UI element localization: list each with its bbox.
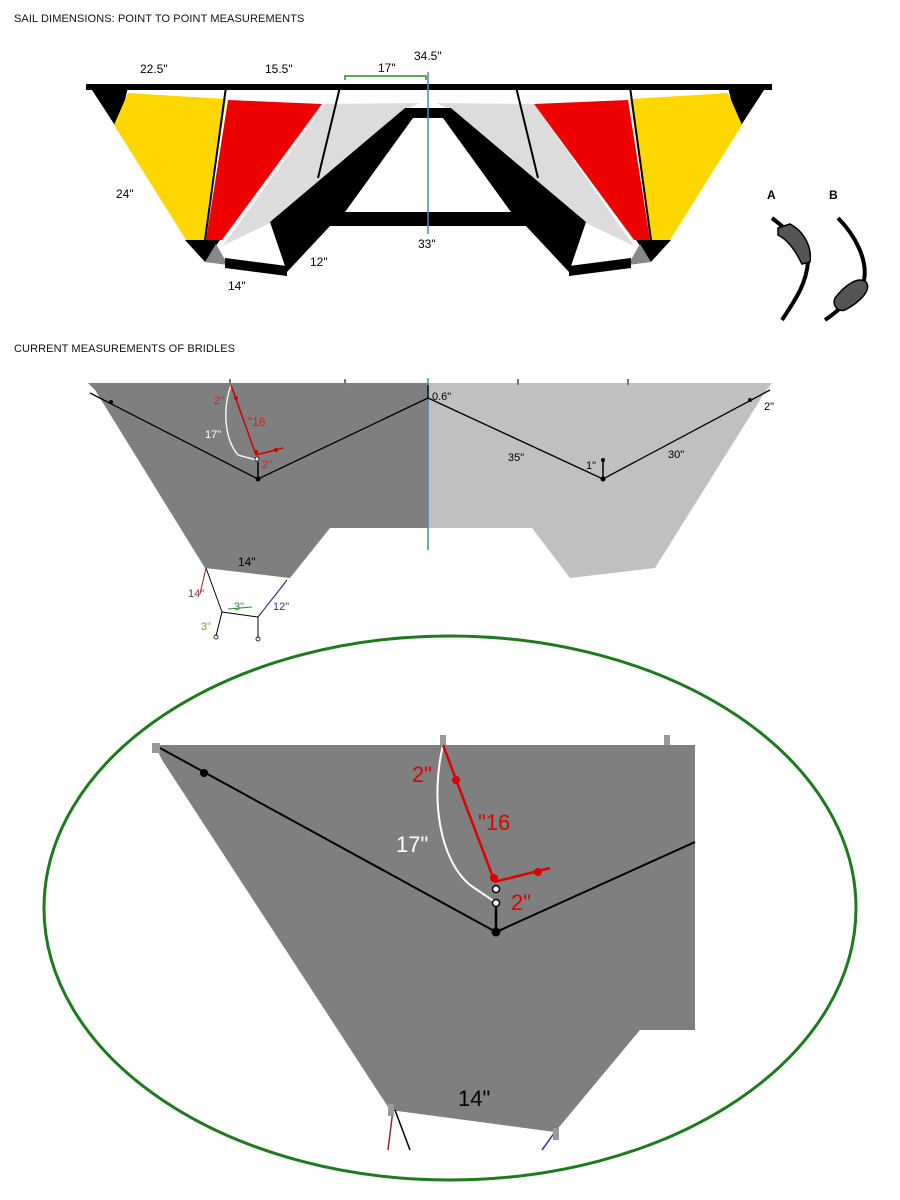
dim-14: 14" bbox=[228, 279, 246, 293]
bridle-label-35: 35" bbox=[508, 452, 524, 464]
connector-a-label: A bbox=[767, 188, 776, 202]
bridle-label-tip-2: 2" bbox=[764, 401, 774, 413]
black-spar-wedge bbox=[270, 108, 428, 272]
bridle-label-tail-14: 14" bbox=[238, 555, 256, 569]
bridle-label-30: 30" bbox=[668, 449, 684, 461]
tail-gray-triangle bbox=[205, 244, 228, 265]
connector-a: A bbox=[767, 188, 812, 322]
tail-strip bbox=[225, 258, 287, 276]
bridle-diagram: 2" "16 17" 2" 0.6" 35" 1" 30" 2" 14" 14"… bbox=[88, 378, 774, 642]
tail-black-triangle bbox=[185, 240, 220, 262]
bridle-label-lower-3a: 3" bbox=[234, 601, 244, 613]
zoom-detail: 2" "16 17" 2" 14" bbox=[42, 634, 858, 1182]
dim-15-5: 15.5" bbox=[265, 62, 293, 76]
sail-diagram: 22.5" 15.5" 17" 34.5" 24" 33" 12" 14" bbox=[86, 49, 772, 293]
leading-edge-spar bbox=[86, 84, 772, 90]
bridle-label-lower-14: 14" bbox=[188, 588, 204, 600]
dim-17: 17" bbox=[378, 61, 396, 75]
bridle-label-17: 17" bbox=[205, 429, 221, 441]
sail-dimensions-title: SAIL DIMENSIONS: POINT TO POINT MEASUREM… bbox=[14, 13, 305, 25]
dim-33: 33" bbox=[418, 237, 436, 251]
bridle-label-top-2: 2" bbox=[214, 395, 224, 407]
sail-left-half bbox=[90, 86, 428, 276]
zoom-label-17: 17" bbox=[396, 832, 428, 857]
dim-22-5: 22.5" bbox=[140, 62, 168, 76]
dim-12: 12" bbox=[310, 255, 328, 269]
zoom-label-top-2: 2" bbox=[412, 762, 432, 787]
dim-24: 24" bbox=[116, 187, 134, 201]
dim-34-5: 34.5" bbox=[414, 49, 442, 63]
bridle-label-1: 1" bbox=[586, 460, 596, 472]
bridle-measurements-title: CURRENT MEASUREMENTS OF BRIDLES bbox=[14, 343, 236, 355]
bridle-label-bottom-2: 2" bbox=[262, 459, 272, 471]
bridle-label-lower-3b: 3" bbox=[201, 621, 211, 633]
sail-right-half bbox=[428, 86, 766, 276]
yellow-panel bbox=[114, 93, 226, 240]
zoom-label-bottom-2: 2" bbox=[511, 890, 531, 915]
bridle-label-0-6: 0.6" bbox=[432, 391, 451, 403]
connector-b: B bbox=[823, 188, 869, 322]
zoom-label-tail-14: 14" bbox=[458, 1086, 490, 1111]
bridle-label-lower-12: 12" bbox=[273, 601, 289, 613]
zoom-label-16: "16 bbox=[478, 810, 510, 835]
connector-b-label: B bbox=[829, 188, 838, 202]
bridle-label-16: "16 bbox=[248, 415, 266, 429]
red-panel bbox=[206, 100, 322, 240]
dimension-17-line bbox=[344, 75, 427, 80]
zoom-sail bbox=[155, 745, 695, 1132]
bridle-sail-right bbox=[428, 383, 772, 578]
tail-bridle: 14" 3" 3" 12" bbox=[188, 567, 289, 642]
